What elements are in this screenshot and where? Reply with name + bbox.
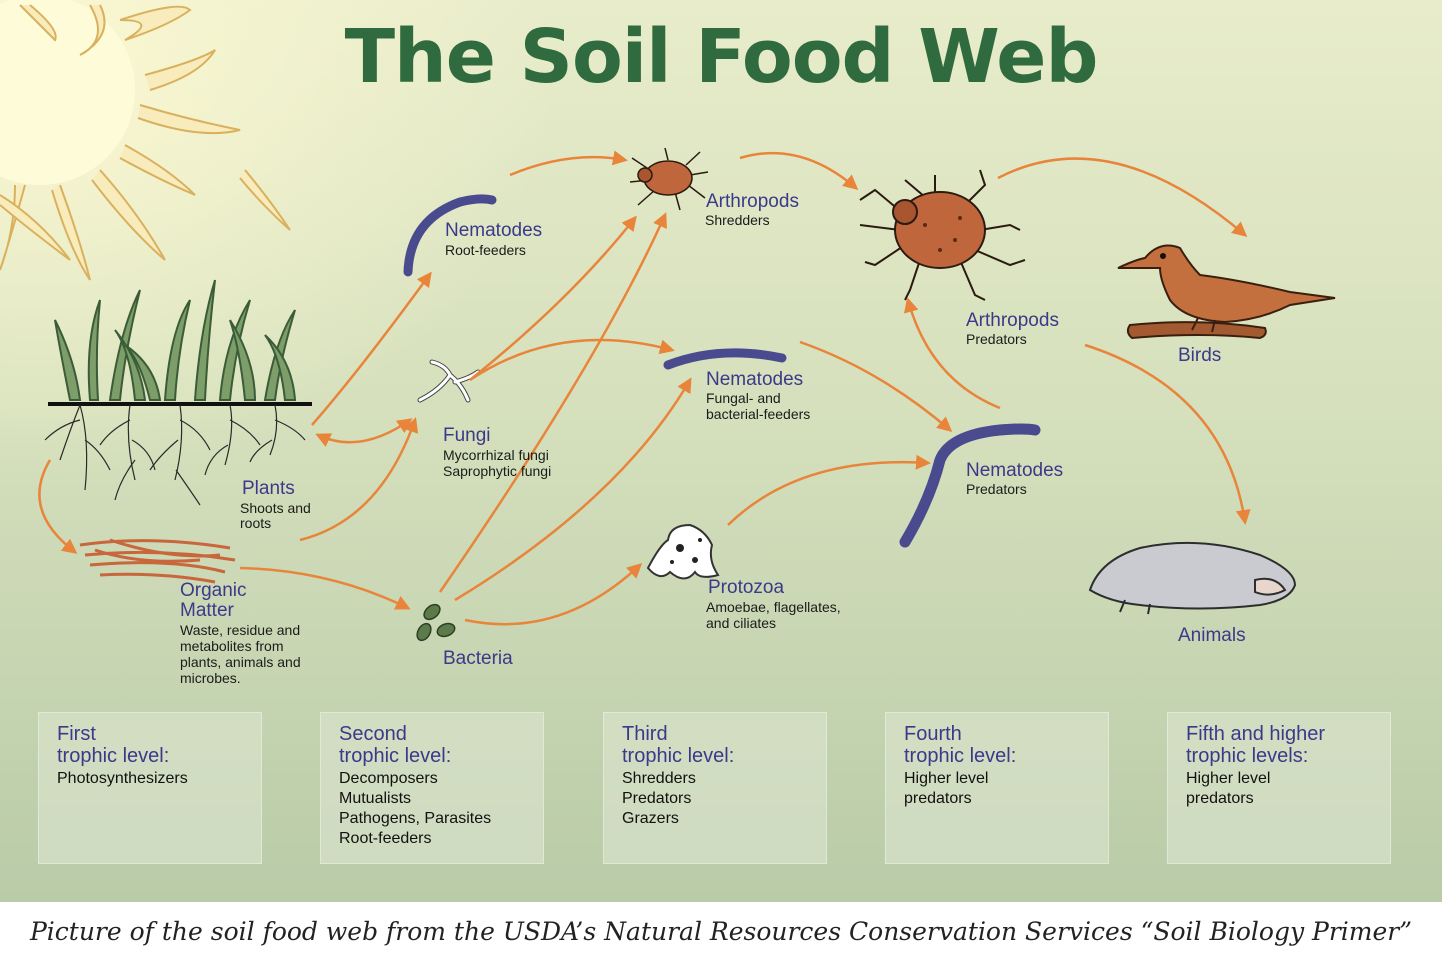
protozoa-sub-2: and ciliates xyxy=(706,615,777,631)
trophic-level-5-heading-line-2: trophic levels: xyxy=(1186,745,1309,767)
plants-sub-1: Shoots and xyxy=(240,500,311,516)
trophic-level-4-heading-line-1: Fourth xyxy=(904,723,962,745)
organic-matter-label-1: Organic xyxy=(180,580,247,601)
arthropods-predators-label: Arthropods xyxy=(966,310,1059,331)
organic-matter-label-2: Matter xyxy=(180,600,234,621)
food-web-poster: The Soil Food Web Plants Shoots and root… xyxy=(0,0,1442,902)
arthropods-shredders-sub: Shredders xyxy=(705,212,770,228)
trophic-level-2-item: Mutualists xyxy=(339,790,412,807)
organic-matter-sub-2: metabolites from xyxy=(180,638,284,654)
trophic-level-2-item: Pathogens, Parasites xyxy=(339,810,492,827)
trophic-level-2-items: Decomposers Mutualists Pathogens, Parasi… xyxy=(339,769,491,849)
arthropods-predators-sub: Predators xyxy=(966,331,1027,347)
nematodes-fungal-sub-2: bacterial-feeders xyxy=(706,406,811,422)
nematodes-predators-label: Nematodes xyxy=(966,460,1064,481)
trophic-level-3-item: Grazers xyxy=(622,810,679,827)
organic-matter-illustration xyxy=(79,538,236,584)
fungi-label: Fungi xyxy=(443,425,491,446)
food-web-arrows xyxy=(38,150,1251,626)
nematodes-fungal-sub-1: Fungal- and xyxy=(706,390,781,406)
trophic-level-2-heading: Second trophic level: xyxy=(339,723,451,767)
trophic-level-1-box: First trophic level: Photosynthesizers xyxy=(38,712,262,864)
trophic-level-2-item: Root-feeders xyxy=(339,830,432,847)
trophic-level-4-heading: Fourth trophic level: xyxy=(904,723,1016,767)
trophic-level-1-items: Photosynthesizers xyxy=(57,769,188,789)
organic-matter-sub-1: Waste, residue and xyxy=(180,622,301,638)
animals-label: Animals xyxy=(1178,625,1246,646)
trophic-level-2-item: Decomposers xyxy=(339,770,438,787)
food-web-illustration xyxy=(0,0,1336,642)
plants-label: Plants xyxy=(242,478,295,499)
trophic-level-4-item: predators xyxy=(904,790,972,807)
trophic-level-5-items: Higher level predators xyxy=(1186,769,1270,809)
plants-illustration xyxy=(44,279,312,506)
nematode-predator-icon xyxy=(899,423,1041,548)
sun-icon xyxy=(0,0,291,281)
trophic-level-5-box: Fifth and higher trophic levels: Higher … xyxy=(1167,712,1391,864)
bird-icon xyxy=(1117,244,1336,340)
trophic-level-1-heading: First trophic level: xyxy=(57,723,169,767)
nematodes-root-label: Nematodes xyxy=(445,220,543,241)
poster-title: The Soil Food Web xyxy=(344,14,1099,100)
protozoa-sub-1: Amoebae, flagellates, xyxy=(706,599,841,615)
trophic-level-1-heading-line-1: First xyxy=(57,723,96,745)
trophic-level-2-heading-line-1: Second xyxy=(339,723,407,745)
birds-label: Birds xyxy=(1178,345,1222,366)
trophic-level-1-heading-line-2: trophic level: xyxy=(57,745,170,767)
trophic-level-3-heading: Third trophic level: xyxy=(622,723,734,767)
nematodes-root-sub: Root-feeders xyxy=(445,242,526,258)
bacteria-icon xyxy=(416,603,456,642)
nematodes-fungal-label: Nematodes xyxy=(706,369,804,390)
arthropod-predator-icon xyxy=(859,169,1026,301)
arthropods-shredders-label: Arthropods xyxy=(706,191,799,212)
trophic-level-2-box: Second trophic level: Decomposers Mutual… xyxy=(320,712,544,864)
nematode-root-feeder-icon xyxy=(403,194,497,277)
organic-matter-sub-3: plants, animals and xyxy=(180,654,301,670)
arthropod-shredder-icon xyxy=(629,147,709,211)
trophic-level-5-heading: Fifth and higher trophic levels: xyxy=(1186,723,1325,767)
trophic-level-3-heading-line-1: Third xyxy=(622,723,668,745)
bacteria-label: Bacteria xyxy=(443,648,513,669)
nematode-fungal-feeder-icon xyxy=(663,348,787,370)
trophic-level-4-items: Higher level predators xyxy=(904,769,988,809)
nematodes-predators-sub: Predators xyxy=(966,481,1027,497)
fungi-sub-2: Saprophytic fungi xyxy=(443,463,552,479)
trophic-level-4-item: Higher level xyxy=(904,770,989,787)
mole-icon xyxy=(1088,541,1297,615)
trophic-level-3-item: Shredders xyxy=(622,770,696,787)
trophic-level-3-items: Shredders Predators Grazers xyxy=(622,769,696,829)
trophic-level-2-heading-line-2: trophic level: xyxy=(339,745,452,767)
protozoa-icon xyxy=(646,523,720,580)
trophic-level-5-item: predators xyxy=(1186,790,1254,807)
plants-sub-2: roots xyxy=(240,515,272,531)
trophic-level-5-heading-line-1: Fifth and higher xyxy=(1186,723,1325,745)
fungi-sub-1: Mycorrhizal fungi xyxy=(443,447,549,463)
trophic-level-3-item: Predators xyxy=(622,790,692,807)
trophic-level-1-item: Photosynthesizers xyxy=(57,770,188,787)
protozoa-label: Protozoa xyxy=(708,577,785,598)
figure-caption: Picture of the soil food web from the US… xyxy=(29,917,1413,946)
trophic-level-4-box: Fourth trophic level: Higher level preda… xyxy=(885,712,1109,864)
trophic-level-3-box: Third trophic level: Shredders Predators… xyxy=(603,712,827,864)
trophic-level-3-heading-line-2: trophic level: xyxy=(622,745,735,767)
organic-matter-sub-4: microbes. xyxy=(180,670,241,686)
trophic-level-4-heading-line-2: trophic level: xyxy=(904,745,1017,767)
trophic-level-5-item: Higher level xyxy=(1186,770,1271,787)
